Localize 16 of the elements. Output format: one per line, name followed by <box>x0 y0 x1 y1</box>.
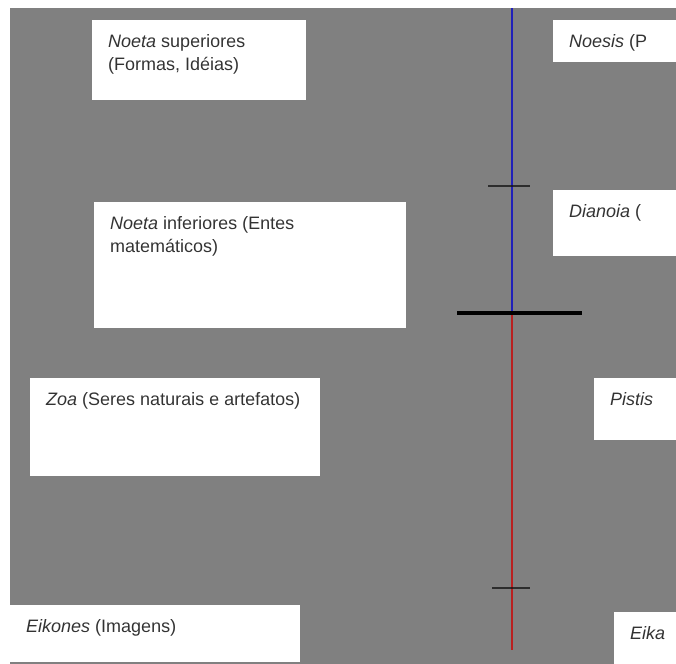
box-label: Noesis (P <box>569 30 648 53</box>
box-label: Pistis <box>610 388 654 411</box>
box-label: Noeta superiores (Formas, Idéias) <box>108 30 246 76</box>
box-label: Zoa (Seres naturais e artefatos) <box>46 388 302 411</box>
text-box <box>553 190 676 256</box>
box-label: Eika <box>630 622 664 645</box>
text-box <box>94 202 406 328</box>
box-label: Noeta inferiores (Entes matemáticos) <box>110 212 296 258</box>
box-label: Eikones (Imagens) <box>26 615 178 638</box>
text-box <box>92 20 306 100</box>
text-box <box>594 378 676 440</box>
text-box <box>614 612 676 664</box>
text-box <box>10 605 300 662</box>
text-box <box>553 20 676 62</box>
text-box <box>30 378 320 476</box>
box-label: Dianoia ( <box>569 200 642 223</box>
